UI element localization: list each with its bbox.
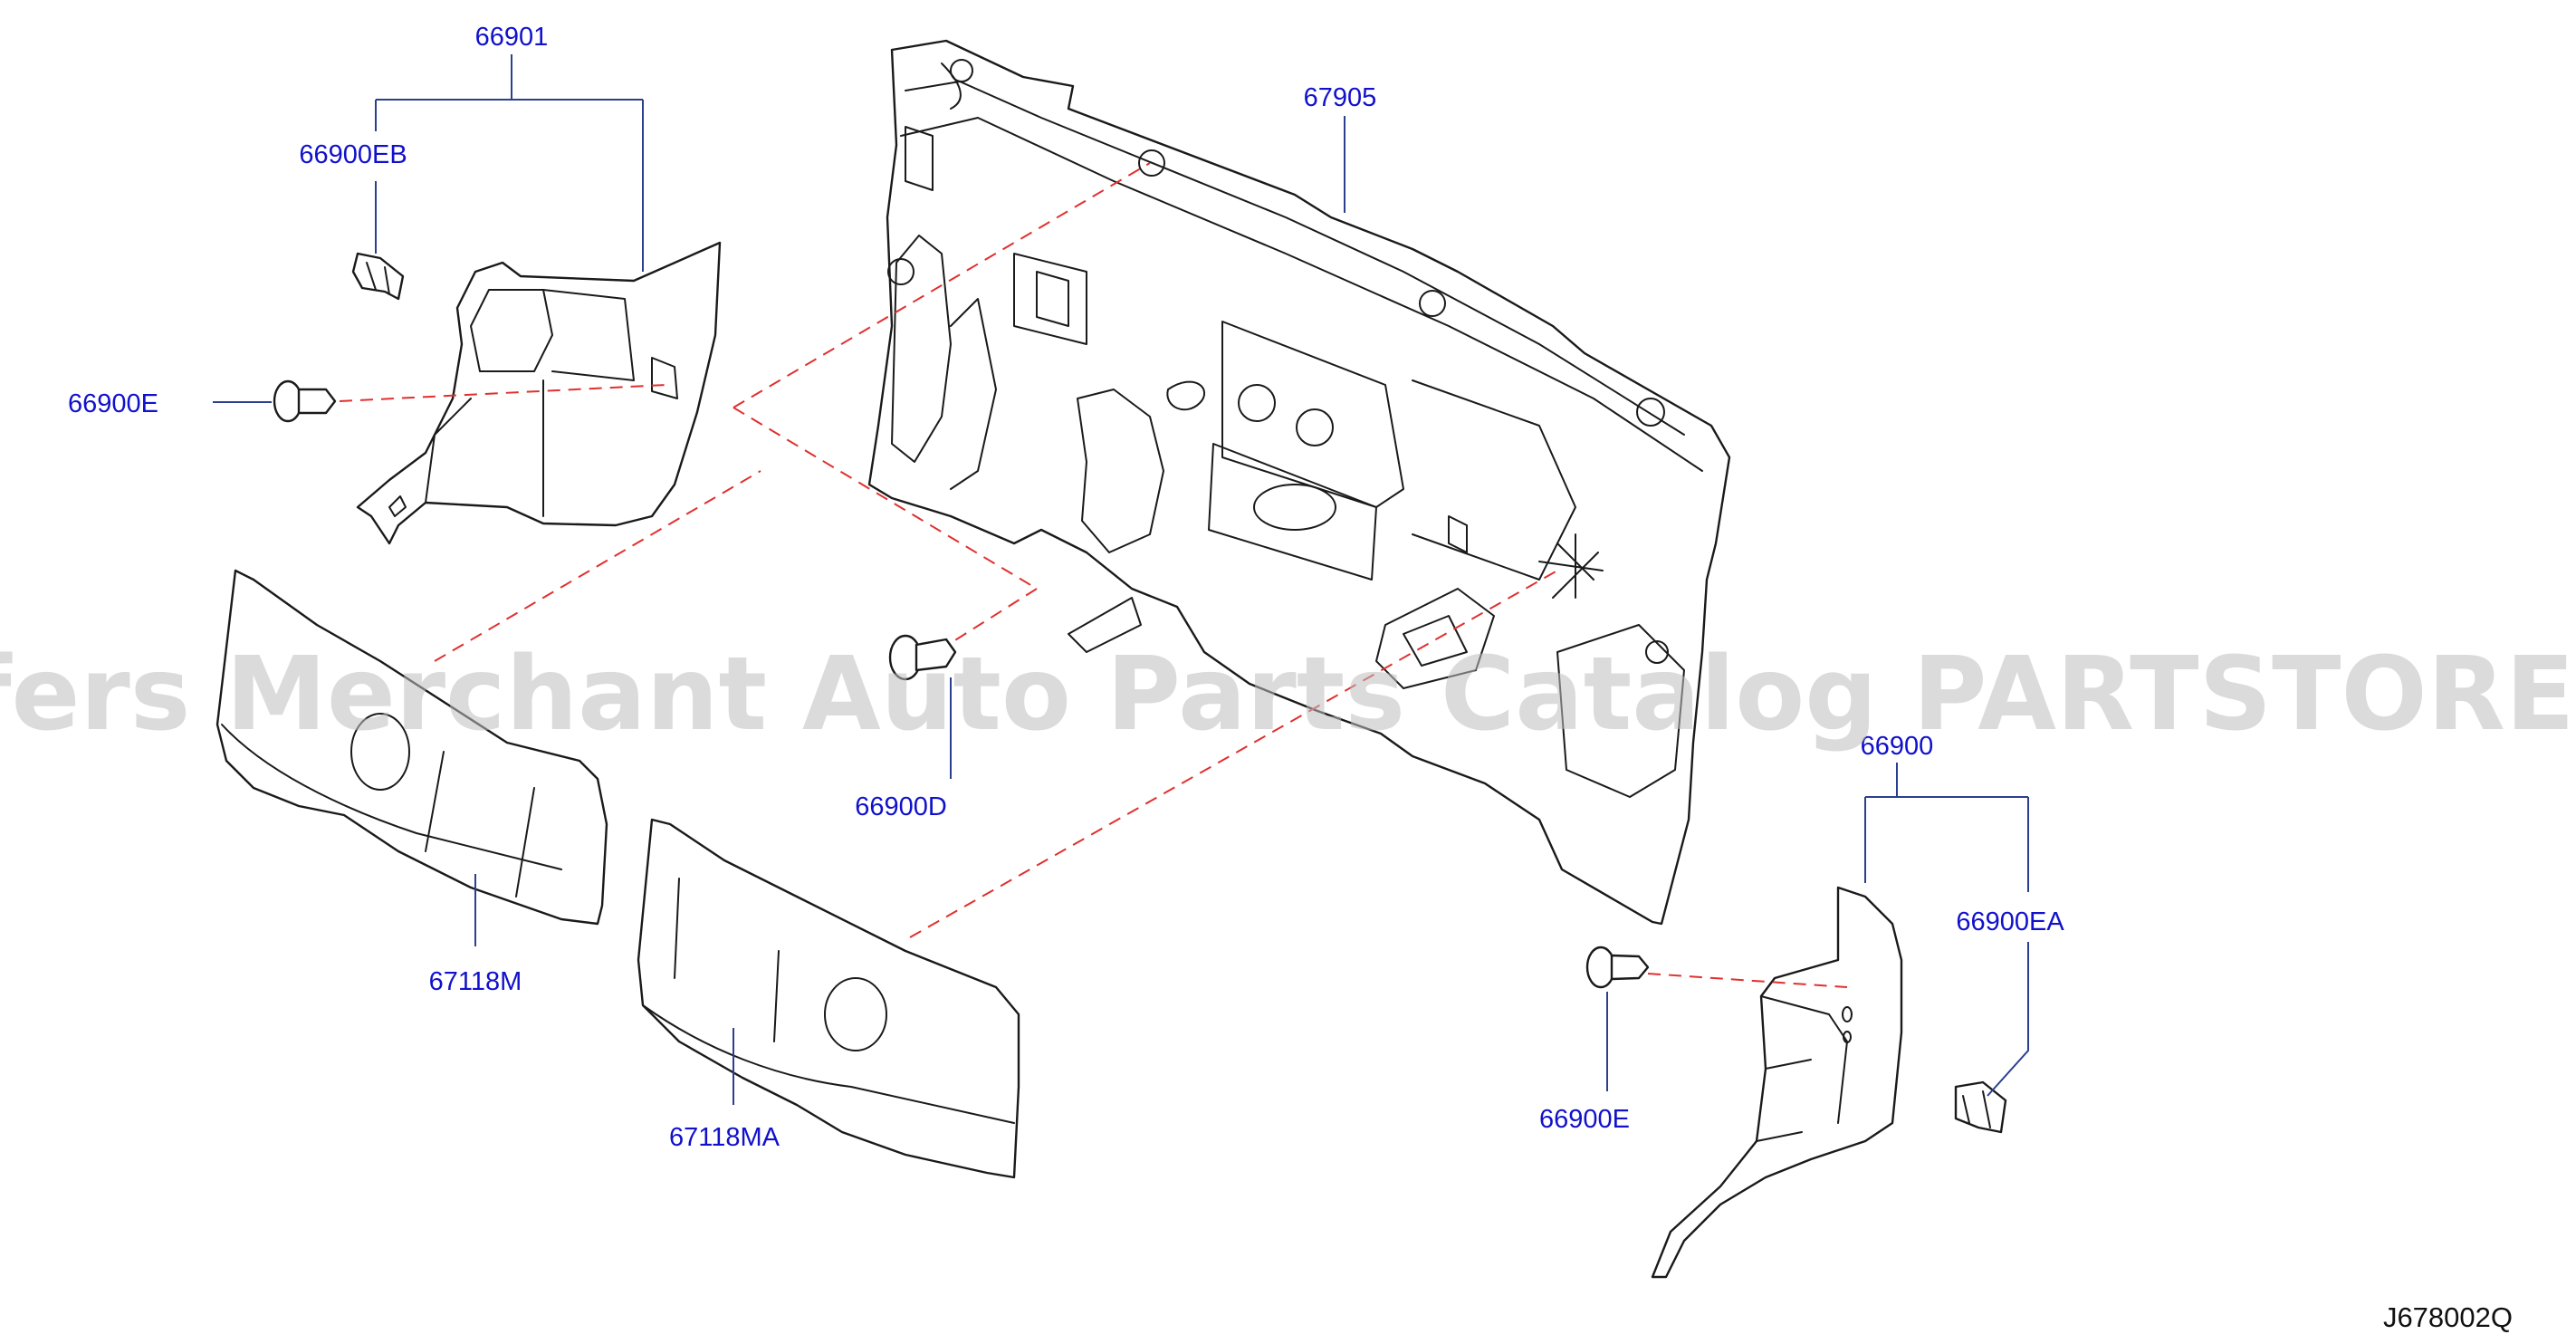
clip-66900E-right[interactable]: [1585, 946, 1650, 989]
side-trim-66900[interactable]: [1651, 886, 1903, 1279]
clip-66900EA[interactable]: [1954, 1080, 2007, 1134]
insulator-67118M[interactable]: [215, 569, 608, 926]
callout-66900D: 66900D: [855, 792, 947, 821]
insulator-67118MA[interactable]: [637, 818, 1020, 1179]
callout-66900E-right: 66900E: [1539, 1105, 1630, 1134]
side-trim-66901[interactable]: [356, 241, 722, 545]
callout-66900EB: 66900EB: [299, 140, 407, 169]
callout-66901: 66901: [475, 23, 549, 52]
callout-66900E-left: 66900E: [68, 389, 158, 418]
watermark-text: Offers Merchant Auto Parts Catalog PARTS…: [0, 636, 2576, 754]
clip-66900EB[interactable]: [351, 252, 405, 301]
clip-66900D[interactable]: [888, 634, 957, 681]
callout-67905: 67905: [1304, 83, 1377, 112]
callout-67118MA: 67118MA: [669, 1123, 780, 1152]
callout-66900: 66900: [1861, 732, 1934, 761]
diagram-reference-code: J678002Q: [2383, 1301, 2513, 1333]
dash-insulator-67905[interactable]: [867, 39, 1731, 926]
clip-66900E-left[interactable]: [273, 379, 337, 423]
callout-67118M: 67118M: [429, 967, 522, 996]
callout-66900EA: 66900EA: [1956, 907, 2064, 936]
